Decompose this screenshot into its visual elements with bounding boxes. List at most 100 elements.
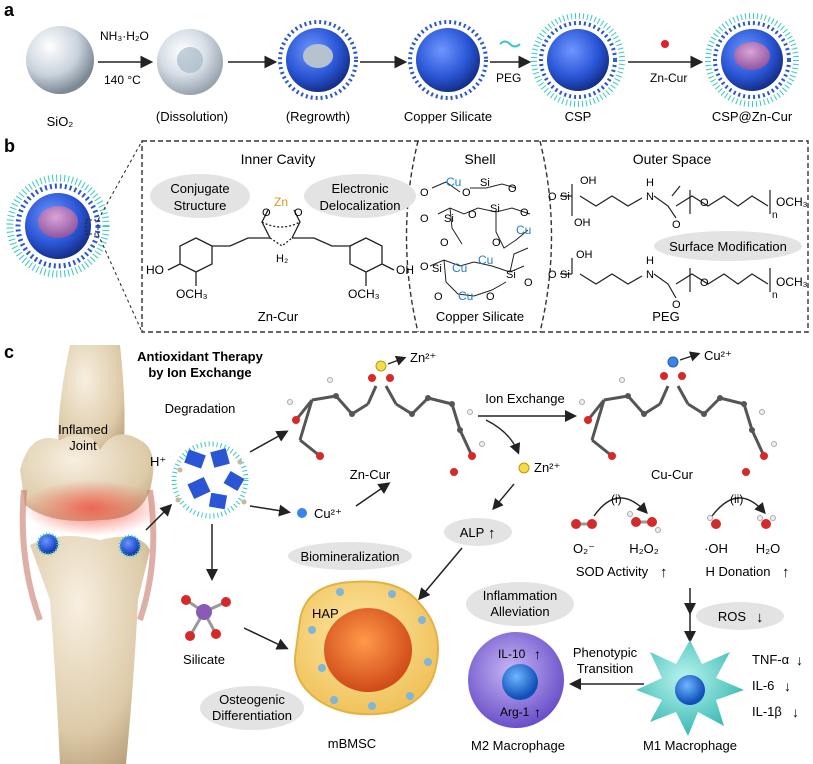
therapy-title-l2: by Ion Exchange	[148, 365, 251, 380]
tag-electronic-l1: Electronic	[331, 181, 389, 196]
osteogenic-pill	[200, 686, 304, 730]
svg-text:O: O	[508, 183, 517, 195]
svg-text:O: O	[548, 269, 557, 281]
cucur-atoms	[579, 356, 777, 476]
o2-molecule-icon	[571, 519, 597, 529]
cytokine-tnf-down-icon: ↓	[796, 652, 803, 668]
arrow-zn-to-alp	[492, 483, 515, 511]
zoom-line-top	[97, 140, 143, 221]
zoom-line-bottom	[97, 233, 143, 333]
zncur-mol-label: Zn-Cur	[350, 467, 391, 482]
tag-electronic	[304, 174, 416, 218]
zn2-mid-icon	[518, 462, 530, 474]
o-atoms: O O O O O O O O O O O O	[420, 183, 533, 303]
peg-caption: PEG	[652, 309, 679, 324]
svg-text:n: n	[772, 290, 778, 301]
phenotypic-l2: Transition	[577, 661, 634, 676]
mbmsc-cell	[294, 580, 439, 716]
h2o-label: H₂O	[756, 541, 781, 556]
m1-label: M1 Macrophage	[643, 738, 737, 753]
regrowth-sphere	[278, 20, 358, 100]
hdon-up-icon: ↑	[782, 564, 790, 581]
och3-left: OCH₃	[176, 287, 208, 301]
osteogenic-l1: Osteogenic	[219, 692, 285, 707]
oh-label: OH	[396, 263, 414, 277]
svg-text:Si: Si	[444, 213, 454, 225]
och3-right: OCH₃	[348, 287, 380, 301]
alp-up-icon: ↑	[488, 525, 496, 542]
cytokine-list: TNF-α ↓ IL-6 ↓ IL-1β ↓	[752, 652, 803, 720]
svg-text:O: O	[420, 261, 429, 273]
sod-activity-label: SOD Activity	[576, 564, 649, 579]
inflammation-pill	[466, 582, 574, 626]
csp-sphere	[531, 13, 625, 107]
il10-label: IL-10	[498, 647, 526, 661]
zncur-arrow-label: Zn-Cur	[650, 71, 687, 85]
silica-sphere	[26, 26, 94, 94]
cytokine-il6-down-icon: ↓	[784, 678, 791, 694]
svg-text:O: O	[420, 213, 429, 225]
therapy-title-l1: Antioxidant Therapy	[137, 349, 263, 364]
inner-cavity-title: Inner Cavity	[241, 151, 316, 167]
step-dissolution: (Dissolution)	[156, 109, 228, 124]
svg-text:O: O	[440, 237, 449, 249]
step-i-label: (i)	[611, 492, 622, 506]
svg-text:OH: OH	[576, 249, 593, 261]
svg-text:N: N	[646, 269, 654, 281]
knee-joint-illustration	[19, 345, 162, 764]
cu2-ion-icon	[297, 508, 307, 518]
silicate-molecule-icon	[181, 595, 231, 641]
panel-b-particle	[6, 174, 110, 278]
oh-radical-icon	[707, 515, 721, 529]
cytokine-il1b: IL-1β	[752, 704, 782, 719]
hap-label: HAP	[312, 606, 339, 621]
h2-label: H₂	[276, 253, 288, 265]
panel-a-letter: a	[4, 0, 15, 20]
zn2-top-label: Zn²⁺	[410, 350, 436, 365]
svg-text:OCH₃: OCH₃	[776, 275, 808, 289]
arrow-to-cu2	[249, 504, 291, 517]
arg1-up-icon: ↑	[534, 704, 541, 720]
alp-label: ALP	[460, 525, 485, 540]
step-ii-label: (ii)	[730, 492, 743, 506]
svg-text:H: H	[646, 177, 654, 189]
biomineralization-label: Biomineralization	[301, 549, 400, 564]
osteogenic-l2: Differentiation	[212, 708, 292, 723]
svg-text:O: O	[672, 219, 681, 231]
zncur-atoms	[287, 360, 485, 476]
arrow-silicate-to-mbmsc	[243, 627, 289, 650]
m2-label: M2 Macrophage	[471, 738, 565, 753]
svg-text:H: H	[646, 255, 654, 267]
svg-text:O: O	[700, 277, 709, 289]
o-left-label: O	[262, 207, 271, 219]
si-atoms: Si Si Si Si Si	[432, 177, 516, 281]
biomineralization-pill	[288, 542, 412, 570]
svg-text:OH: OH	[580, 175, 597, 187]
o2-label: O₂⁻	[573, 541, 595, 556]
svg-text:Si: Si	[560, 269, 570, 281]
copper-silicate-caption: Copper Silicate	[436, 309, 524, 324]
reagent-top: NH₃·H₂O	[100, 29, 149, 43]
step-csp-zncur: CSP@Zn-Cur	[712, 109, 793, 124]
m2-macrophage	[468, 632, 564, 728]
svg-text:Cu: Cu	[446, 175, 461, 189]
arrow-zn-curve	[485, 419, 521, 455]
il10-up-icon: ↑	[534, 646, 541, 662]
cu-atoms: Cu Cu Cu Cu Cu	[446, 175, 531, 303]
svg-text:O: O	[462, 187, 471, 199]
arrow-cu-bind	[679, 351, 701, 362]
svg-text:O: O	[486, 291, 495, 303]
dissolution-sphere	[157, 29, 223, 95]
outer-space-title: Outer Space	[633, 151, 712, 167]
peg-structures	[560, 184, 771, 299]
ho-label: HO	[146, 263, 164, 277]
mbmsc-label: mBMSC	[328, 736, 376, 751]
copper-silicate-network	[429, 181, 531, 297]
cytokine-il6: IL-6	[752, 678, 774, 693]
zncur-caption: Zn-Cur	[258, 309, 299, 324]
tag-electronic-l2: Delocalization	[320, 198, 401, 213]
svg-text:O: O	[434, 291, 443, 303]
svg-text:O: O	[548, 191, 557, 203]
h2o-molecule-icon	[757, 515, 776, 529]
